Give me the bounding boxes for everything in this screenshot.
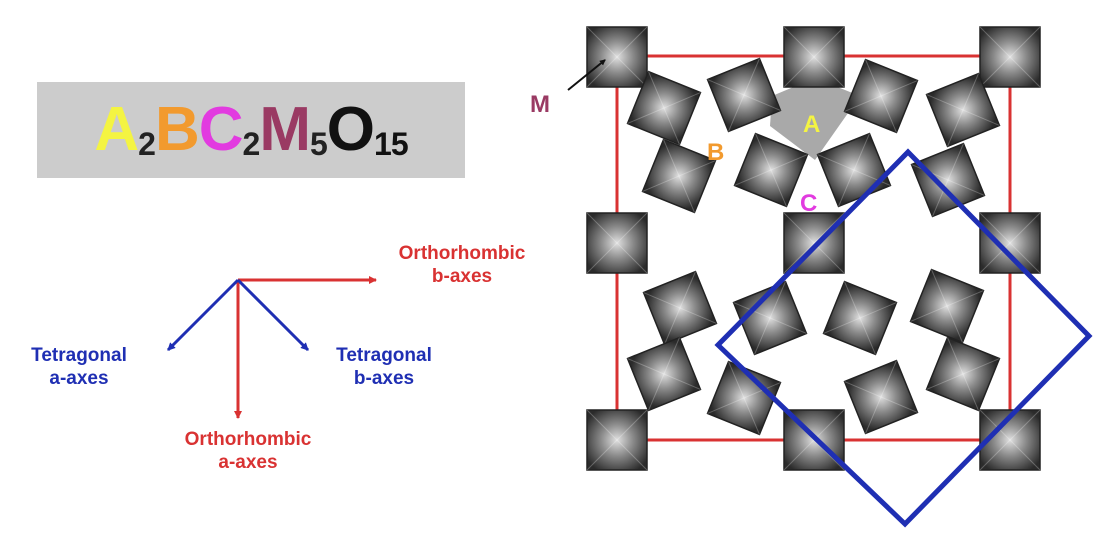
orthorhombic-b-line1: Orthorhombic: [398, 243, 526, 264]
tetragonal-b-line2: b-axes: [353, 368, 415, 389]
tetragonal-b-line1: Tetragonal: [336, 345, 432, 366]
octahedron: [641, 138, 717, 214]
axis-orientation-diagram: [166, 276, 377, 419]
octahedron: [586, 409, 648, 471]
octahedron: [733, 132, 809, 208]
octahedron: [626, 336, 702, 412]
orthorhombic-b-axis-label: Orthorhombic b-axes: [362, 242, 562, 288]
octahedra-layer: [586, 26, 1041, 471]
octahedron: [979, 212, 1041, 274]
octahedron: [843, 58, 919, 134]
octahedron: [910, 142, 986, 218]
site-label-a: A: [803, 111, 820, 138]
formula-symbol: M: [259, 95, 311, 164]
octahedron: [822, 280, 898, 356]
octahedron: [909, 268, 985, 344]
site-label-c: C: [800, 190, 817, 217]
octahedron: [979, 26, 1041, 88]
octahedron: [732, 280, 808, 356]
octahedron: [925, 72, 1001, 148]
formula-symbol: C: [198, 95, 244, 164]
orthorhombic-a-line2: a-axes: [218, 452, 278, 473]
octahedron: [706, 57, 782, 133]
octahedron: [783, 212, 845, 274]
orthorhombic-a-axis-label: Orthorhombic a-axes: [148, 428, 348, 474]
orthorhombic-b-line2: b-axes: [431, 266, 493, 287]
octahedron: [642, 270, 718, 346]
formula-subscript: 2: [138, 125, 156, 162]
tetragonal-a-axis-label: Tetragonal a-axes: [4, 344, 154, 390]
site-label-m: M: [530, 91, 550, 118]
formula-symbol: B: [154, 95, 200, 164]
octahedron: [816, 132, 892, 208]
formula-subscript: 5: [309, 125, 328, 162]
site-label-b: B: [707, 139, 724, 166]
octahedron: [706, 360, 782, 436]
formula-symbol: A: [94, 95, 139, 164]
formula-subscript: 15: [374, 125, 409, 162]
m-site-pointer: [567, 59, 606, 91]
octahedron: [586, 26, 648, 88]
octahedron: [925, 336, 1001, 412]
octahedron: [843, 359, 919, 435]
octahedron: [586, 212, 648, 274]
octahedron: [783, 26, 845, 88]
formula-subscript: 2: [242, 125, 261, 162]
orthorhombic-a-line1: Orthorhombic: [184, 429, 312, 450]
tetragonal-a-line1: Tetragonal: [31, 345, 127, 366]
tetragonal-b-axis-label: Tetragonal b-axes: [304, 344, 464, 390]
formula-symbol: O: [326, 95, 375, 164]
a-site-pentagon: [770, 78, 860, 160]
tetragonal-unit-cell: [714, 148, 1093, 528]
tetragonal-b-axis-arrow: [236, 278, 310, 352]
tetragonal-a-axis-arrow: [166, 278, 240, 352]
tetragonal-a-line2: a-axes: [49, 368, 109, 389]
octahedron: [626, 70, 702, 146]
